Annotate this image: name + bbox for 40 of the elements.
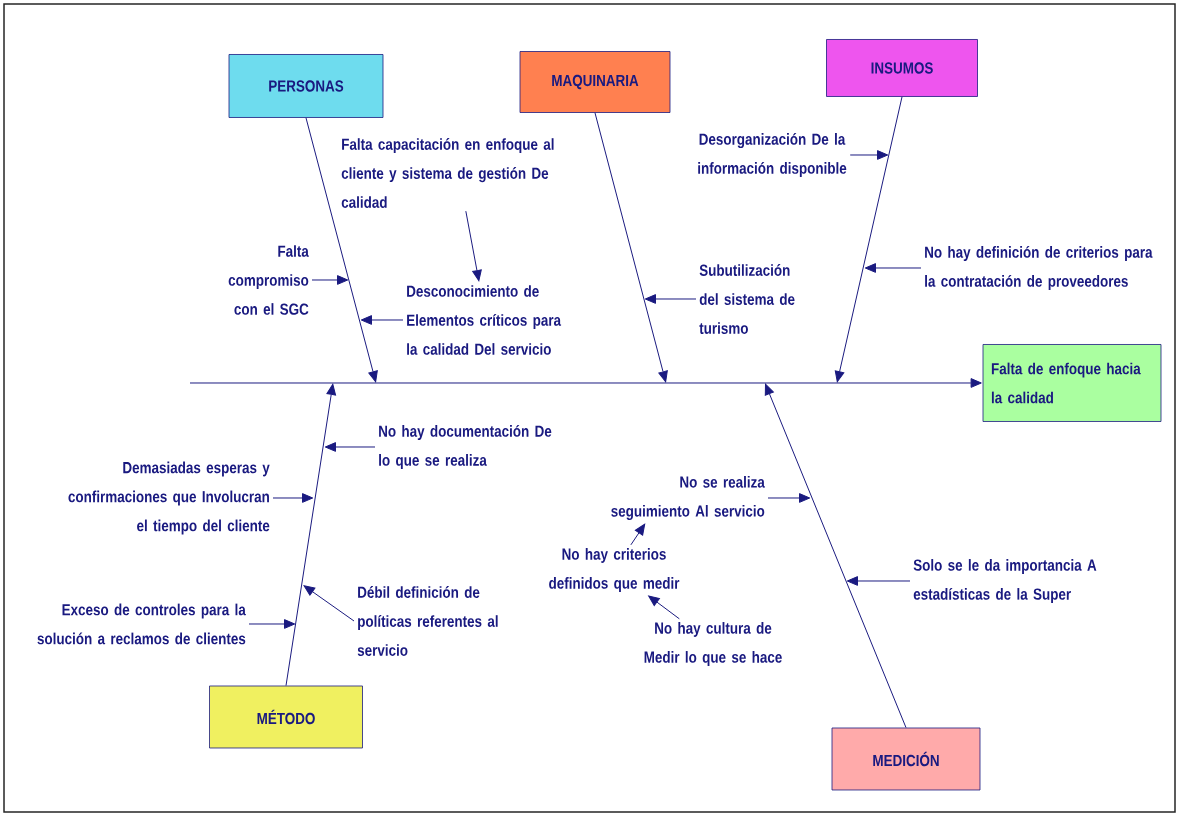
cause-arrow xyxy=(303,585,355,622)
cause-arrow xyxy=(849,150,889,160)
cause-arrow xyxy=(846,576,911,586)
cause-text: Demasiadas esperas y confirmaciones que Involucran el tiempo del cliente xyxy=(68,461,270,535)
cause-arrow xyxy=(644,294,697,304)
cause-arrow xyxy=(864,263,922,273)
cause-text: Subutilización del sistema de turismo xyxy=(699,264,795,334)
cause-arrow xyxy=(767,493,811,503)
category-box: PERSONAS xyxy=(228,54,384,118)
category-box: MEDICIÓN xyxy=(831,727,981,791)
cause-text: No se realiza seguimiento Al servicio xyxy=(611,476,765,520)
spine-arrow xyxy=(189,378,982,388)
category-box: MAQUINARIA xyxy=(519,51,671,113)
bone-arrow xyxy=(834,96,903,383)
category-box: MÉTODO xyxy=(209,685,363,749)
cause-text: Débil definición de políticas referentes al servicio xyxy=(357,586,498,656)
cause-arrow xyxy=(465,210,482,282)
cause-text: Falta compromiso con el SGC xyxy=(228,245,309,315)
cause-arrow xyxy=(630,523,646,546)
cause-arrow xyxy=(360,315,404,325)
cause-text: No hay definición de criterios para la contratación de proveedores xyxy=(925,245,1153,291)
cause-arrow xyxy=(648,595,680,620)
cause-arrow xyxy=(248,619,296,629)
bone-arrow xyxy=(285,383,337,687)
cause-text: No hay documentación De lo que se realiza xyxy=(379,424,552,470)
cause-arrow xyxy=(272,493,314,503)
cause-text: Desconocimiento de Elementos críticos para la calidad Del servicio xyxy=(407,285,562,355)
bone-arrow xyxy=(594,112,668,383)
cause-text: Solo se le da importancia A estadísticas de la Super xyxy=(913,559,1097,603)
cause-arrow xyxy=(311,275,349,285)
cause-text: Desorganización De la información disponible xyxy=(698,132,847,178)
cause-text: No hay criterios definidos que medir xyxy=(549,548,680,592)
cause-text: Exceso de controles para la solución a reclamos de clientes xyxy=(37,603,246,645)
cause-text: No hay cultura de Medir lo que se hace xyxy=(644,622,782,666)
cause-text: Falta capacitación en enfoque al cliente y sistema de gestión De calidad xyxy=(341,138,554,208)
bone-arrow xyxy=(764,383,907,729)
effect-box: Falta de enfoque hacia la calidad xyxy=(982,344,1162,422)
bone-arrow xyxy=(305,117,378,383)
category-box: INSUMOS xyxy=(826,39,978,97)
cause-arrow xyxy=(324,442,376,452)
